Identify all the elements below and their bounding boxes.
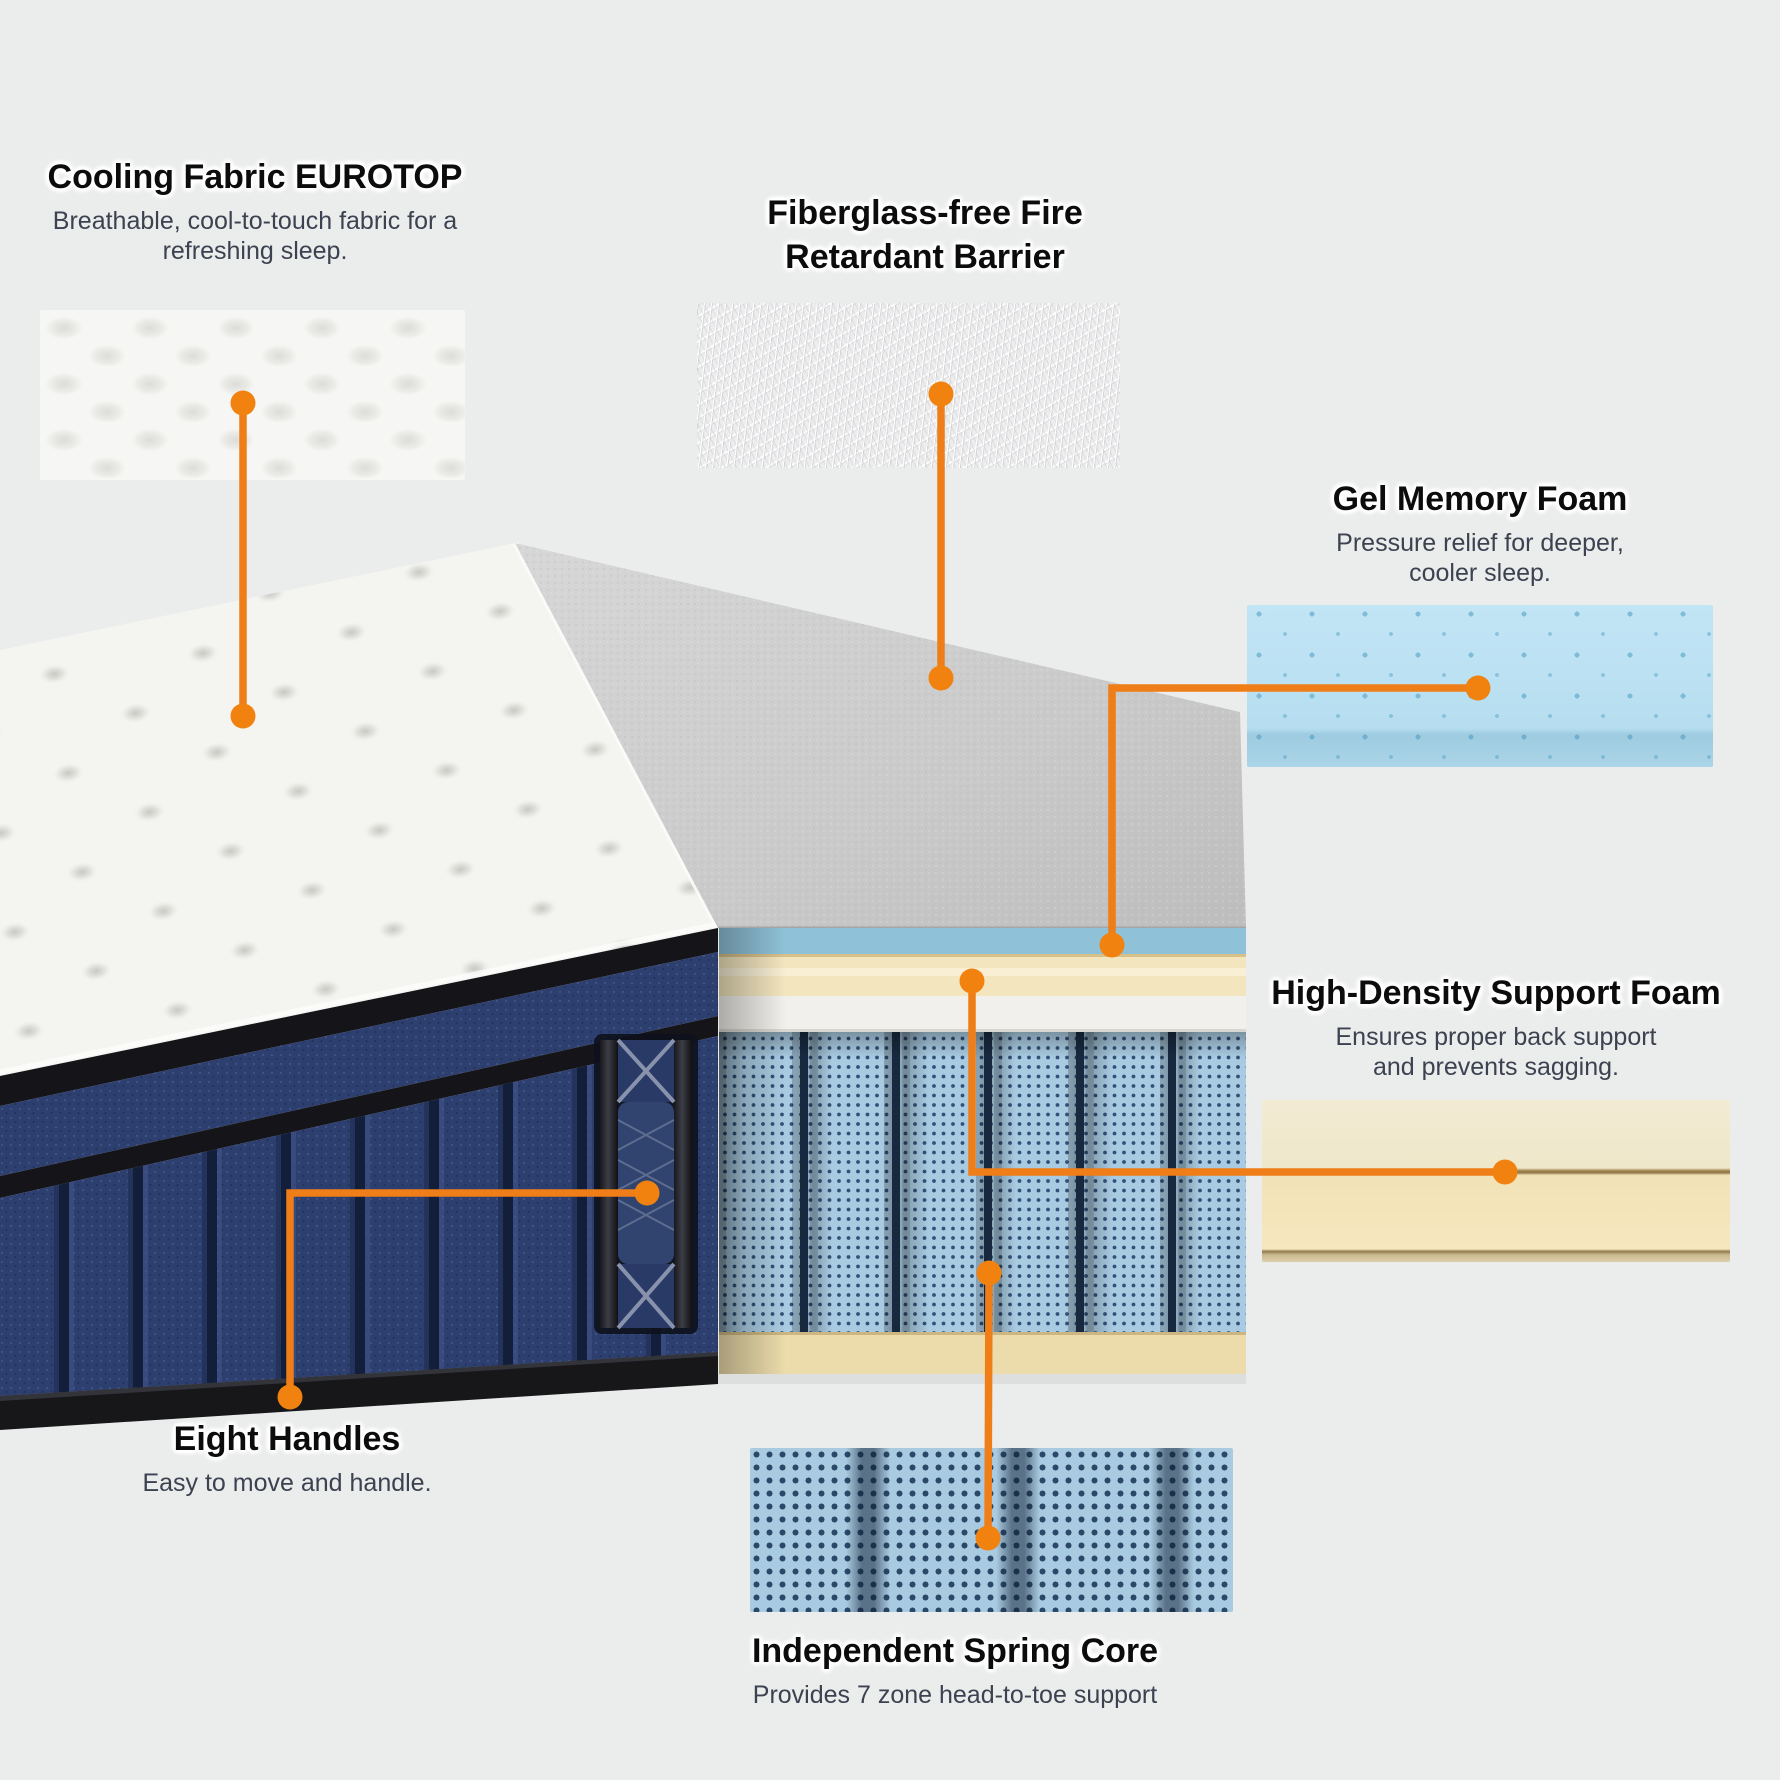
foam-deck-layer <box>716 996 1246 1032</box>
callout-support-foam: High-Density Support Foam Ensures proper… <box>1230 972 1762 1083</box>
springs-desc: Provides 7 zone head-to-toe support <box>752 1680 1158 1709</box>
spring-core-swatch <box>750 1448 1233 1612</box>
base-foam-layer <box>716 1332 1246 1374</box>
gel-desc-line2: cooler sleep. <box>1409 559 1551 588</box>
callout-handles: Eight Handles Easy to move and handle. <box>67 1418 507 1498</box>
support-foam-swatch <box>1262 1100 1730 1262</box>
callout-fire-barrier: Fiberglass-free Fire Retardant Barrier <box>700 192 1150 279</box>
support-title: High-Density Support Foam <box>1271 974 1721 1012</box>
callout-eurotop: Cooling Fabric EUROTOP Breathable, cool-… <box>35 156 475 267</box>
eurotop-quilt-surface <box>0 541 721 1076</box>
gel-memory-foam-swatch <box>1247 605 1713 767</box>
eurotop-fabric-swatch <box>40 310 465 480</box>
mattress-handle <box>594 1034 698 1334</box>
support-desc-line2: and prevents sagging. <box>1372 1053 1619 1082</box>
eurotop-desc-line1: Breathable, cool-to-touch fabric for a <box>52 206 458 235</box>
callout-gel-foam: Gel Memory Foam Pressure relief for deep… <box>1240 478 1720 589</box>
eurotop-title: Cooling Fabric EUROTOP <box>47 158 463 196</box>
pocket-springs <box>716 1032 1246 1332</box>
fire-title-line2: Retardant Barrier <box>785 237 1065 276</box>
gel-title: Gel Memory Foam <box>1332 480 1628 518</box>
support-desc-line1: Ensures proper back support <box>1335 1022 1657 1051</box>
eurotop-desc-line2: refreshing sleep. <box>162 237 348 266</box>
handles-title: Eight Handles <box>173 1420 401 1458</box>
springs-title: Independent Spring Core <box>751 1632 1159 1670</box>
fire-barrier-swatch <box>697 303 1120 468</box>
handles-desc: Easy to move and handle. <box>142 1468 432 1497</box>
callout-spring-core: Independent Spring Core Provides 7 zone … <box>715 1630 1195 1710</box>
gel-layer <box>716 928 1246 954</box>
gel-desc-line1: Pressure relief for deeper, <box>1336 528 1624 557</box>
layer-stack <box>714 928 1246 1384</box>
fire-title-line1: Fiberglass-free Fire <box>767 194 1083 232</box>
